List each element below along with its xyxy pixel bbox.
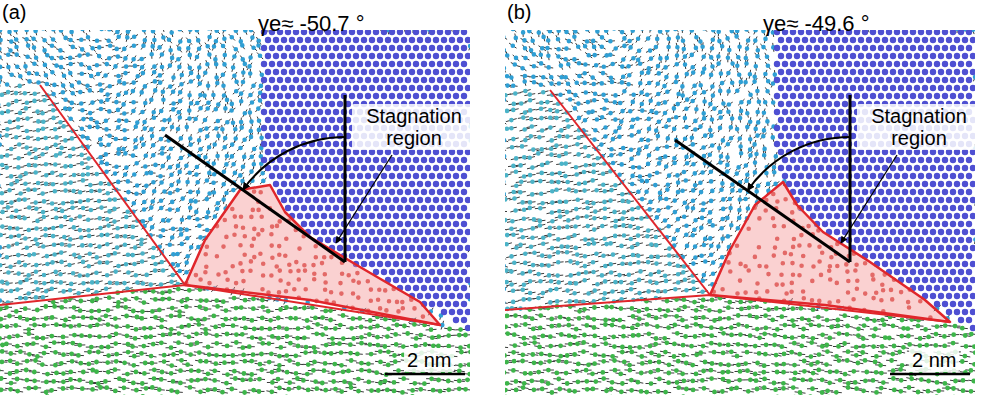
shear-line xyxy=(505,295,950,322)
rake-line xyxy=(675,140,850,262)
molecule-chain xyxy=(505,30,975,395)
panel-atoms xyxy=(497,23,980,395)
shear-line xyxy=(550,90,710,295)
workpiece-atom xyxy=(505,89,705,312)
angle-arrow xyxy=(748,137,851,191)
scale-label: 2 nm xyxy=(909,348,959,372)
shear-line xyxy=(40,85,185,285)
panel-label: (a) xyxy=(2,1,26,23)
panel-label: (b) xyxy=(507,1,531,23)
angle-label: γe≈ -50.7 ° xyxy=(258,12,364,36)
angle-label: γe≈ -49.6 ° xyxy=(763,12,869,36)
pointer-arrow xyxy=(841,155,897,243)
stagnation-region xyxy=(710,182,950,322)
panel-atoms xyxy=(0,30,470,395)
region-label: Stagnation region xyxy=(352,104,476,150)
pointer-arrow xyxy=(336,155,392,243)
reference-line xyxy=(344,95,347,262)
molecule-chain xyxy=(0,30,470,395)
rake-line xyxy=(165,135,345,262)
region-label: Stagnation region xyxy=(857,104,981,150)
workpiece-atom xyxy=(0,84,180,305)
angle-arrow xyxy=(243,137,345,190)
scale-label: 2 nm xyxy=(404,348,454,372)
shear-line xyxy=(0,285,440,325)
scale-bar xyxy=(385,373,465,376)
scale-bar xyxy=(890,373,970,376)
reference-line xyxy=(849,95,852,262)
